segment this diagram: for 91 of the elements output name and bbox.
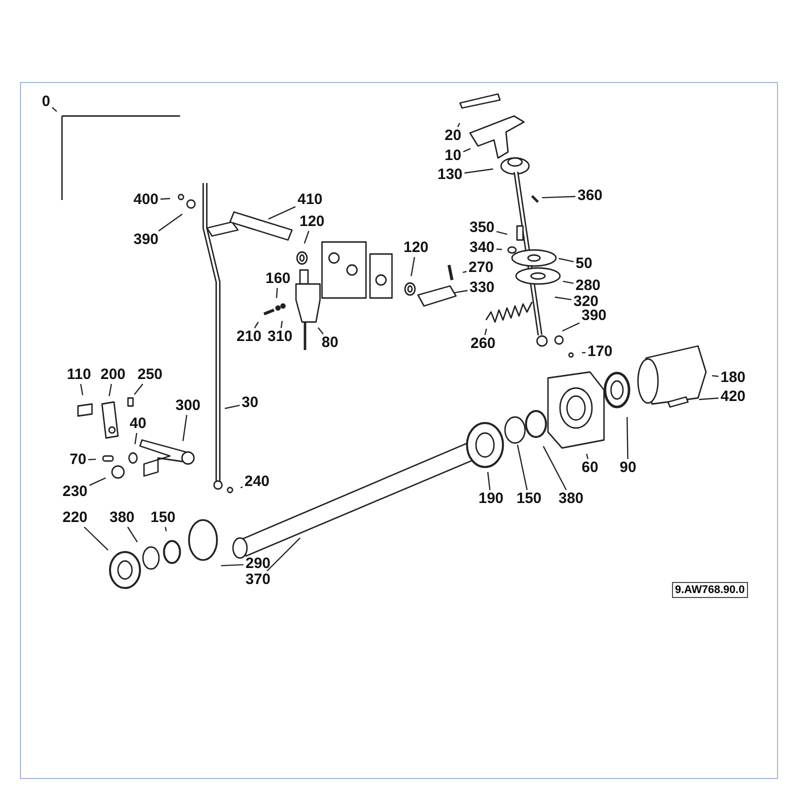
- leader-line: [582, 352, 586, 354]
- callout-number: 400: [133, 192, 159, 208]
- leader-line: [463, 148, 471, 152]
- leader-line: [254, 322, 259, 328]
- leader-line: [52, 106, 58, 112]
- leader-line: [586, 454, 588, 460]
- leader-line: [554, 296, 572, 300]
- leader-line: [134, 384, 144, 395]
- callout-number: 130: [437, 167, 463, 183]
- callout-number: 200: [100, 367, 126, 383]
- leader-line: [276, 288, 278, 298]
- callout-number: 410: [297, 192, 323, 208]
- callout-number: 330: [469, 280, 495, 296]
- leader-line: [487, 472, 490, 490]
- callout-number: 380: [558, 491, 584, 507]
- callout-number: 170: [587, 344, 613, 360]
- callout-number: 390: [581, 308, 607, 324]
- leader-line: [698, 398, 719, 400]
- leader-line: [280, 320, 283, 328]
- callout-number: 220: [62, 510, 88, 526]
- callout-number: 90: [620, 460, 636, 476]
- callout-number: 60: [582, 460, 598, 476]
- callout-number: 160: [265, 271, 291, 287]
- callout-number: 120: [299, 214, 325, 230]
- drawing-number: 9.AW768.90.0: [672, 582, 748, 598]
- callout-number: 270: [468, 260, 494, 276]
- callout-number: 0: [42, 94, 50, 110]
- callout-number: 310: [267, 329, 293, 345]
- leader-line: [516, 444, 528, 490]
- callout-number: 390: [133, 232, 159, 248]
- leader-line: [127, 526, 138, 542]
- callout-number: 260: [470, 336, 496, 352]
- leader-line: [542, 196, 576, 198]
- leader-line: [84, 526, 108, 551]
- callout-number: 80: [322, 335, 338, 351]
- callout-number: 280: [575, 278, 601, 294]
- callout-number: 110: [66, 367, 92, 383]
- callout-number: 120: [403, 240, 429, 256]
- leader-line: [454, 290, 468, 294]
- leader-line: [712, 375, 719, 377]
- leader-line: [462, 270, 467, 273]
- callout-number: 190: [478, 491, 504, 507]
- leader-line: [80, 384, 84, 396]
- leader-line: [496, 248, 502, 250]
- leader-line: [268, 206, 296, 220]
- leader-line: [542, 446, 567, 490]
- leader-line: [457, 122, 460, 128]
- callout-number: 250: [137, 367, 163, 383]
- leader-line: [496, 231, 508, 235]
- leader-line: [164, 526, 167, 532]
- leader-line: [182, 414, 188, 442]
- leader-line: [220, 564, 244, 566]
- callout-number: 40: [130, 416, 146, 432]
- callout-number: 350: [469, 220, 495, 236]
- leader-line: [88, 458, 96, 460]
- leader-line: [562, 280, 574, 284]
- callout-number: 420: [720, 389, 746, 405]
- callout-number: 180: [720, 370, 746, 386]
- leader-line: [266, 537, 301, 572]
- callout-number: 10: [444, 148, 462, 164]
- callout-number: 360: [577, 188, 603, 204]
- leader-line: [108, 384, 112, 396]
- callout-number: 340: [469, 240, 495, 256]
- leader-line: [304, 230, 310, 244]
- leader-line: [562, 322, 580, 332]
- leader-line: [224, 404, 240, 410]
- callout-number: 70: [70, 452, 86, 468]
- callout-number: 240: [244, 474, 270, 490]
- callout-number: 320: [573, 294, 599, 310]
- leader-line: [464, 168, 494, 174]
- callout-number: 370: [245, 572, 271, 588]
- callout-number: 380: [109, 510, 135, 526]
- callout-number: 20: [444, 128, 462, 144]
- leader-line: [318, 327, 324, 334]
- leader-line: [240, 486, 243, 488]
- callout-number: 150: [150, 510, 176, 526]
- callout-number: 290: [245, 556, 271, 572]
- leader-line: [160, 198, 170, 200]
- leader-line: [89, 477, 106, 486]
- callout-number: 150: [516, 491, 542, 507]
- leader-line: [410, 256, 416, 276]
- callout-number: 300: [175, 398, 201, 414]
- callout-number: 50: [576, 256, 592, 272]
- callout-number: 230: [62, 484, 88, 500]
- callout-number: 210: [236, 329, 262, 345]
- leader-line: [134, 432, 138, 444]
- callout-number: 30: [242, 395, 258, 411]
- leader-line: [484, 328, 487, 336]
- leader-line: [558, 258, 574, 262]
- leader-line: [158, 214, 183, 232]
- leader-line: [626, 416, 628, 460]
